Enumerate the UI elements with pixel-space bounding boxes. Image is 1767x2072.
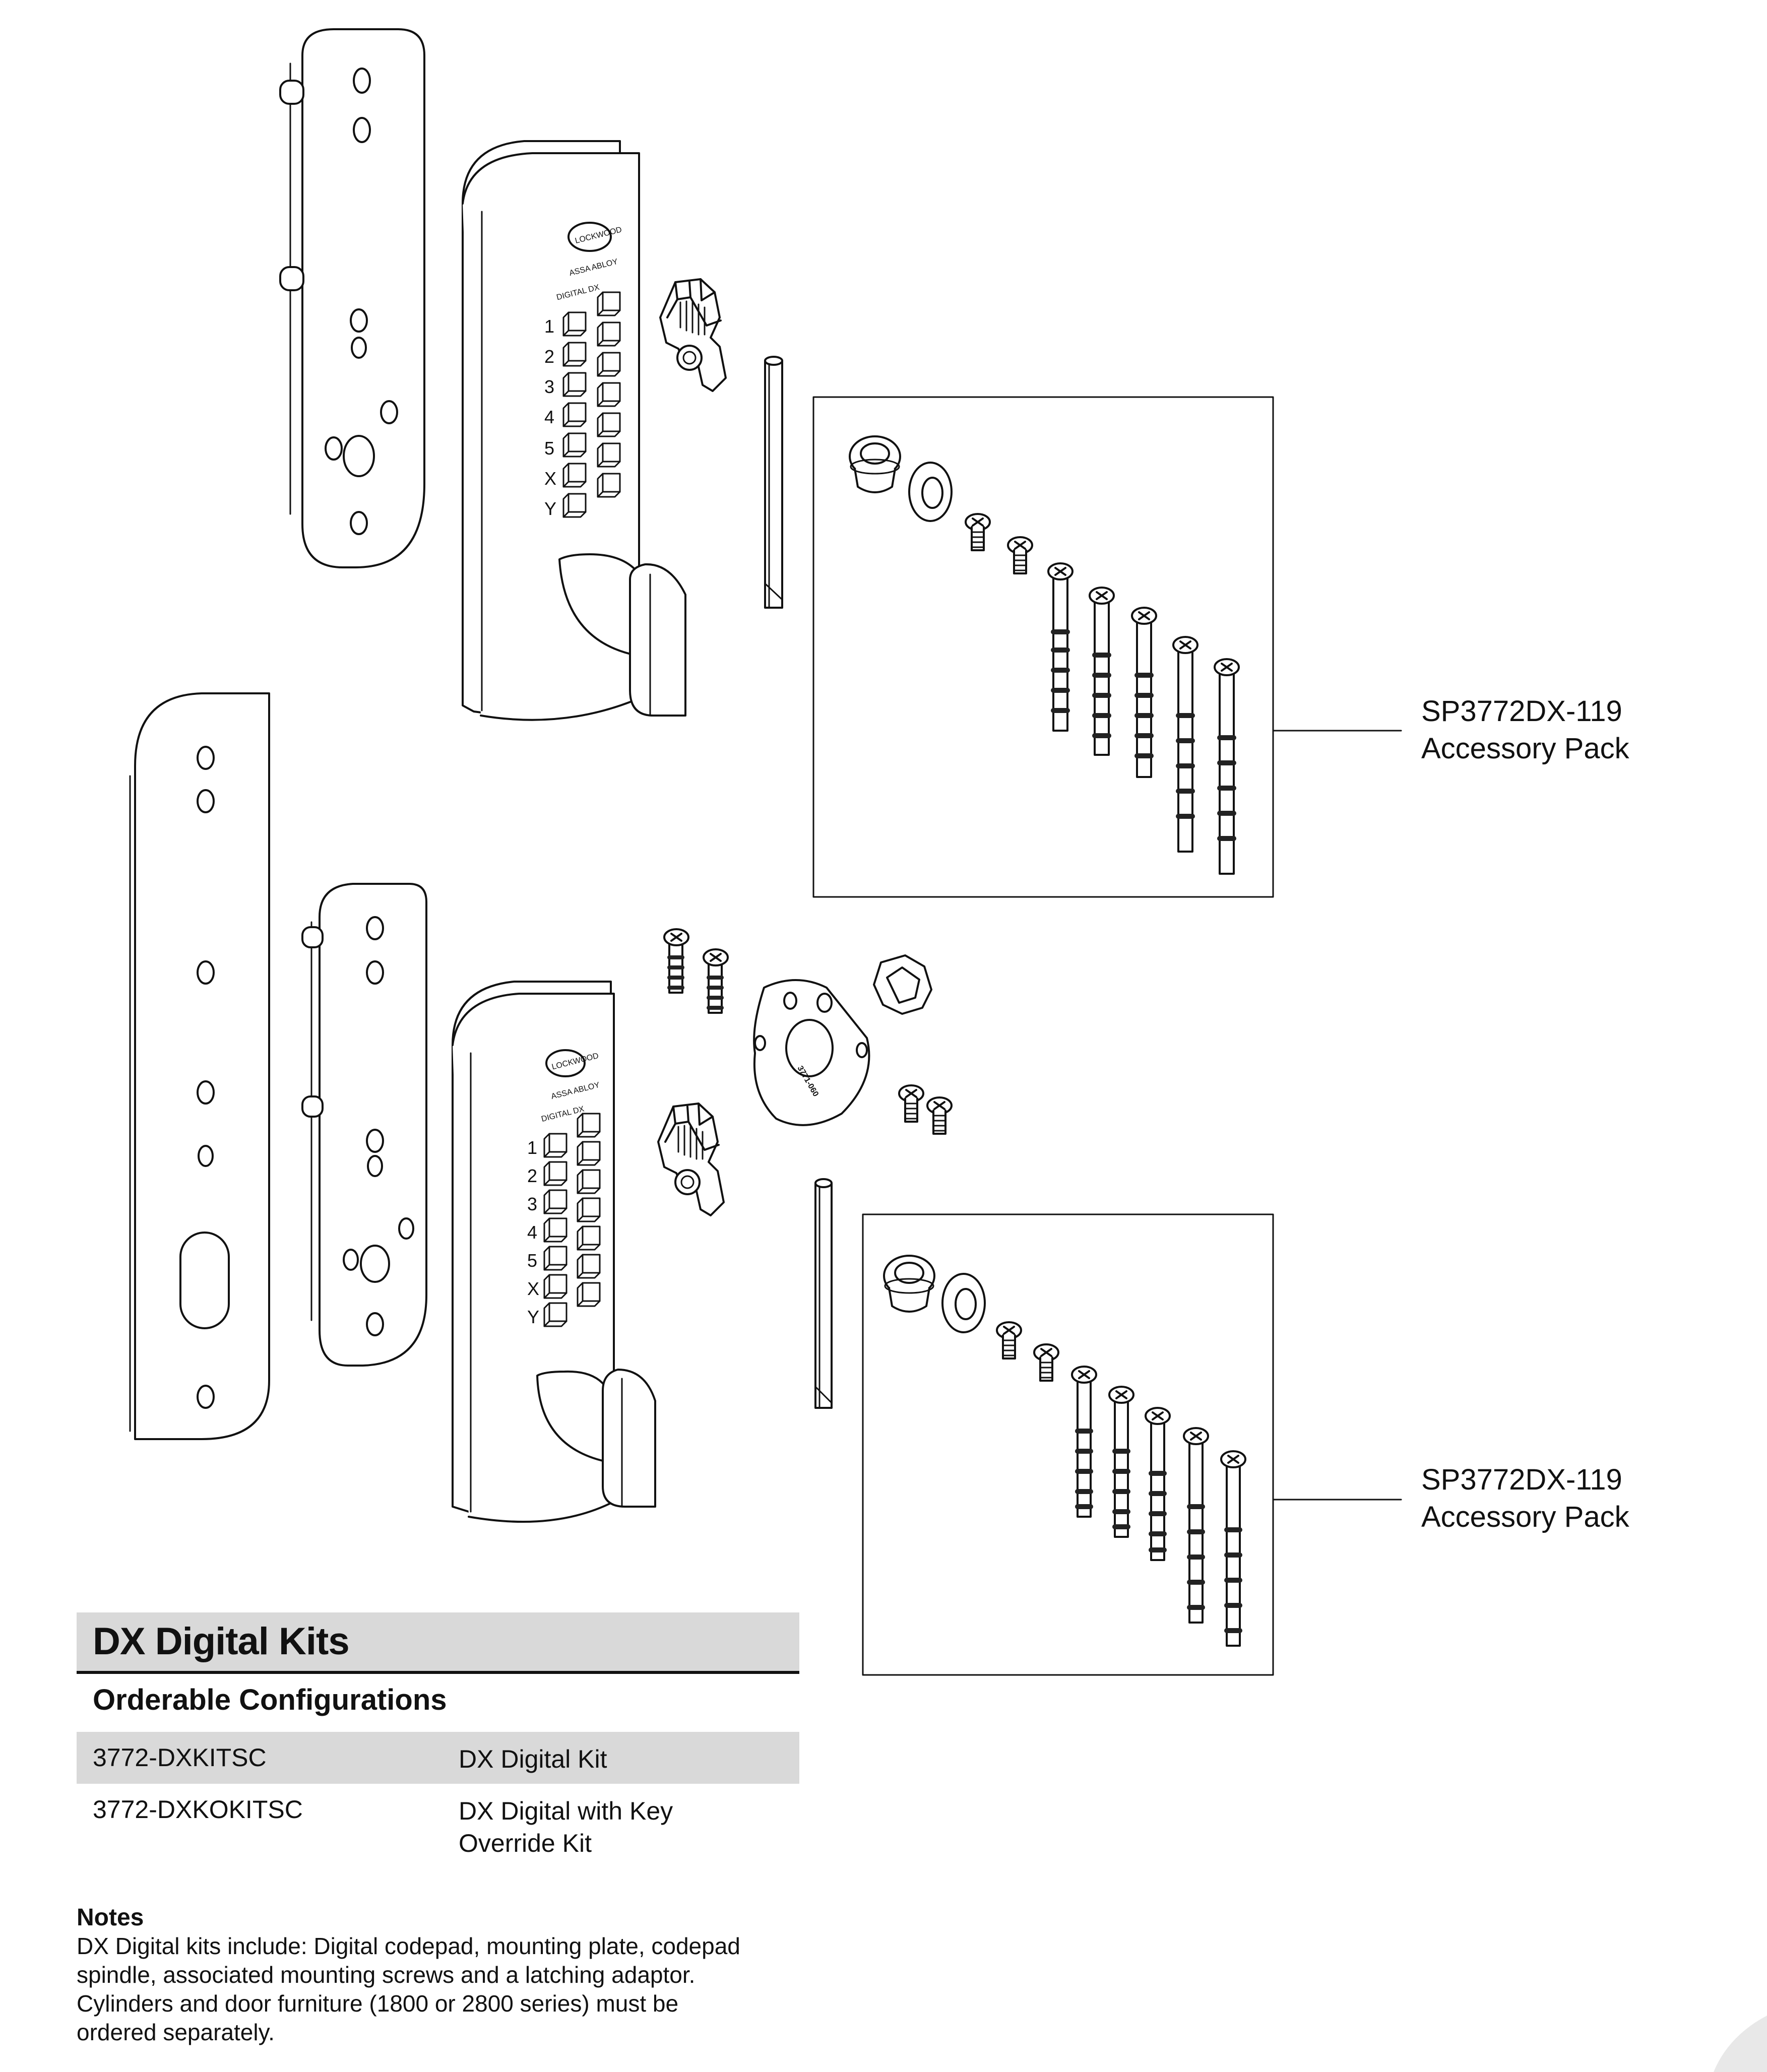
mounting-plate-top (279, 28, 425, 568)
latching-adaptor-bottom (657, 1103, 725, 1216)
kits-title-bar: DX Digital Kits (77, 1612, 799, 1674)
latching-adaptor-top (659, 278, 727, 392)
section-title: DX Digital Kits (93, 1620, 350, 1663)
codepad-spindle-bottom (814, 1178, 833, 1409)
svg-text:3: 3 (527, 1194, 537, 1214)
svg-text:2: 2 (544, 346, 554, 367)
config-code: 3772-DXKITSC (93, 1743, 267, 1772)
svg-text:5: 5 (527, 1250, 537, 1271)
config-table-row: 3772-DXKOKITSC DX Digital with Key Overr… (77, 1784, 799, 1859)
svg-text:1: 1 (527, 1137, 537, 1158)
section-subtitle: Orderable Configurations (93, 1684, 447, 1716)
svg-text:5: 5 (544, 438, 554, 459)
small-screws (899, 1085, 952, 1134)
mounting-plate-bottom (301, 883, 427, 1367)
backing-plate (129, 692, 270, 1440)
accessory-pack-box-2 (862, 1213, 1402, 1676)
config-description: DX Digital Kit (459, 1745, 607, 1773)
notes-line: DX Digital kits include: Digital codepad… (77, 1933, 740, 1959)
accessory-pack-callout-2: SP3772DX-119 Accessory Pack (1421, 1461, 1629, 1536)
accessory-pack-callout-1: SP3772DX-119 Accessory Pack (1421, 693, 1629, 767)
svg-text:Y: Y (544, 498, 556, 519)
svg-text:4: 4 (544, 407, 554, 427)
accessory-pack-part-number: SP3772DX-119 (1421, 695, 1622, 728)
escutcheon-mounting-screws (663, 928, 729, 1014)
config-description: DX Digital with Key Override Kit (459, 1797, 673, 1857)
svg-text:4: 4 (527, 1222, 537, 1243)
config-code: 3772-DXKOKITSC (93, 1795, 303, 1824)
accessory-pack-label: Accessory Pack (1421, 1501, 1629, 1533)
svg-text:2: 2 (527, 1166, 537, 1186)
config-table-row: 3772-DXKITSC DX Digital Kit (77, 1732, 799, 1784)
svg-text:X: X (527, 1278, 539, 1299)
notes-heading: Notes (77, 1904, 144, 1931)
spindle-drive-nut (873, 954, 932, 1015)
codepad-bottom: LOCKWOOD ASSA ABLOY DIGITAL DX 1 2 3 4 5… (452, 981, 656, 1523)
svg-text:Y: Y (527, 1307, 539, 1327)
escutcheon-rose: 3771-060 (753, 979, 870, 1126)
accessory-pack-part-number: SP3772DX-119 (1421, 1463, 1622, 1496)
page-corner-decoration (1714, 2016, 1767, 2072)
notes-line: spindle, associated mounting screws and … (77, 1962, 696, 1988)
notes-line: ordered separately. (77, 2019, 275, 2045)
svg-text:X: X (544, 468, 556, 489)
accessory-pack-label: Accessory Pack (1421, 732, 1629, 765)
accessory-pack-box-1 (812, 396, 1402, 898)
notes-body: DX Digital kits include: Digital codepad… (77, 1932, 792, 2047)
codepad-spindle-top (764, 356, 783, 609)
notes-line: Cylinders and door furniture (1800 or 28… (77, 1990, 679, 2017)
svg-text:3: 3 (544, 376, 554, 397)
svg-text:1: 1 (544, 316, 554, 337)
codepad-top: LOCKWOOD ASSA ABLOY DIGITAL DX 1 2 3 4 5… (462, 140, 686, 721)
